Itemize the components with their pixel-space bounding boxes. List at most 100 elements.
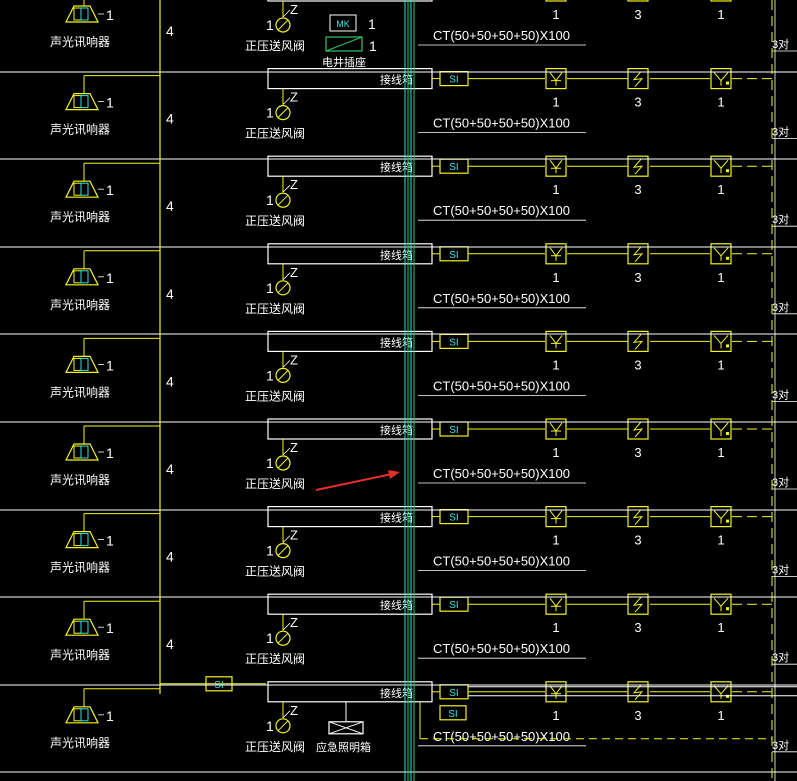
power-icon	[627, 593, 649, 615]
alarm-label: 声光讯响器	[50, 472, 110, 487]
alarm-count: 1	[106, 533, 114, 549]
power-icon-glyph	[632, 71, 644, 87]
damper-code-lead	[282, 447, 291, 456]
power-icon	[627, 243, 649, 265]
alarm-icon	[65, 180, 99, 198]
power-icon-glyph	[632, 421, 644, 438]
power-icon-glyph	[632, 509, 644, 525]
phone-icon-dot	[726, 256, 729, 260]
damper-code: Z	[290, 177, 298, 192]
power-icon	[627, 681, 649, 703]
damper-code-lead	[282, 622, 291, 631]
damper-icon	[275, 718, 291, 734]
damper-icon	[275, 367, 291, 383]
elevator-socket-box	[325, 36, 363, 52]
emergency-box-label: 应急照明箱	[316, 740, 371, 754]
count-a: 1	[552, 533, 559, 548]
riser-count: 4	[166, 198, 174, 214]
damper-label: 正压送风阀	[245, 126, 305, 141]
damper-count: 1	[266, 17, 274, 33]
damper-count: 1	[266, 367, 274, 383]
damper-icon-slash	[277, 194, 289, 206]
damper-count: 1	[266, 630, 274, 646]
count-a: 1	[552, 708, 559, 723]
count-a: 1	[552, 182, 559, 197]
socket-count: 1	[369, 38, 377, 54]
count-a: 1	[552, 445, 559, 460]
damper-icon	[275, 280, 291, 296]
count-b: 3	[634, 445, 641, 460]
alarm-icon	[65, 268, 99, 286]
alarm-icon-part	[73, 7, 82, 21]
alarm-count: 1	[106, 95, 114, 111]
socket-icon	[545, 418, 567, 440]
phone-icon-glyph	[713, 335, 729, 349]
damper-icon	[275, 455, 291, 471]
cable-spec: CT(50+50+50+50)X100	[433, 466, 570, 481]
cable-spec: CT(50+50+50+50)X100	[433, 28, 570, 43]
damper-label: 正压送风阀	[245, 38, 305, 53]
power-icon	[627, 155, 649, 177]
damper-label: 正压送风阀	[245, 476, 305, 491]
count-c: 1	[717, 445, 724, 460]
alarm-label: 声光讯响器	[50, 384, 110, 399]
phone-icon	[710, 0, 732, 2]
count-c: 1	[717, 95, 724, 110]
phone-icon	[710, 593, 732, 615]
socket-icon	[545, 506, 567, 528]
cable-spec: CT(50+50+50+50)X100	[433, 729, 570, 744]
damper-code-lead	[282, 184, 291, 193]
count-c: 1	[717, 270, 724, 285]
damper-label: 正压送风阀	[245, 388, 305, 403]
damper-icon-slash	[277, 370, 289, 381]
power-icon-glyph	[632, 596, 644, 613]
si-module-label: SI	[449, 600, 458, 611]
damper-label: 正压送风阀	[245, 301, 305, 316]
red-arrow-annotation	[315, 470, 400, 491]
count-b: 3	[634, 7, 641, 22]
cable-spec: CT(50+50+50+50)X100	[433, 291, 570, 306]
phone-icon-dot	[726, 432, 729, 435]
si-module-label: SI	[449, 337, 458, 348]
count-b: 3	[634, 357, 641, 372]
alarm-icon-part	[80, 445, 89, 459]
phone-icon-glyph	[713, 422, 729, 436]
cable-spec: CT(50+50+50+50)X100	[433, 378, 570, 393]
power-icon	[627, 67, 649, 90]
phone-icon	[710, 155, 732, 177]
damper-code: Z	[290, 615, 298, 630]
alarm-icon-part	[80, 182, 89, 196]
phone-icon-glyph	[713, 159, 729, 174]
alarm-icon-part	[80, 95, 89, 109]
alarm-label: 声光讯响器	[50, 297, 110, 312]
riser-count: 4	[166, 23, 174, 39]
alarm-count: 1	[106, 182, 114, 198]
power-icon-glyph	[632, 334, 644, 350]
count-b: 3	[634, 95, 641, 110]
phone-icon	[710, 67, 732, 90]
socket-icon	[545, 0, 567, 2]
phone-icon-dot	[726, 81, 729, 85]
pairs-label: 3对	[772, 37, 789, 51]
damper-code: Z	[290, 2, 298, 17]
count-c: 1	[717, 182, 724, 197]
cable-spec: CT(50+50+50+50)X100	[433, 554, 570, 569]
emergency-box	[328, 721, 364, 735]
alarm-icon-part	[73, 357, 82, 371]
damper-icon-slash	[277, 632, 289, 644]
riser-count: 4	[166, 286, 174, 302]
pairs-label: 3对	[772, 475, 789, 489]
socket-icon-glyph	[549, 597, 563, 612]
floor-rows: 1声光讯响器4接线箱1Z正压送风阀SI131CT(50+50+50+50)X10…	[50, 0, 797, 754]
riser-count: 4	[166, 549, 174, 565]
count-a: 1	[552, 620, 559, 635]
damper-label: 正压送风阀	[245, 564, 305, 579]
socket-icon	[545, 681, 567, 703]
count-b: 3	[634, 708, 641, 723]
riser-count: 4	[166, 111, 174, 127]
